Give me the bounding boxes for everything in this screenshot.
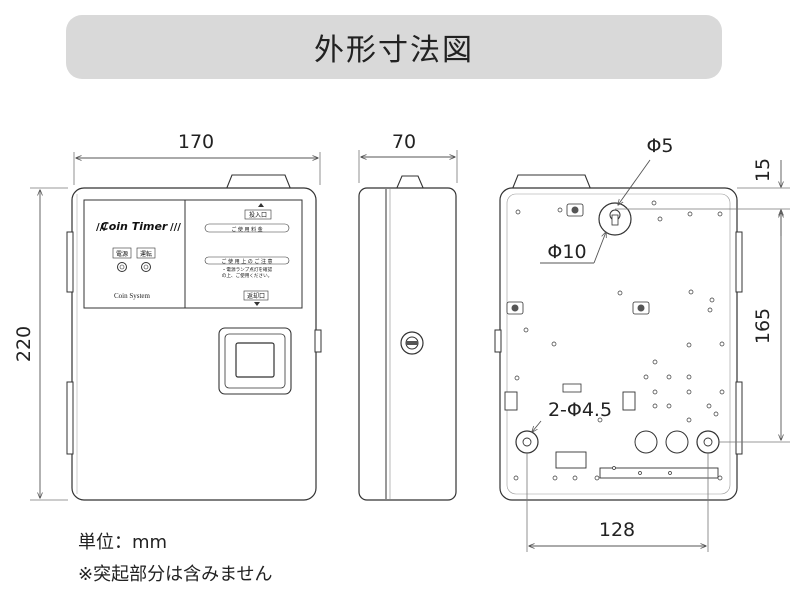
brand-slash-left: /// [96, 222, 107, 233]
dim-hole-pitch-h: 128 [599, 519, 635, 541]
power-label: 電源 [116, 250, 128, 258]
dim-hole-45: 2-Φ4.5 [548, 399, 612, 421]
unit-note: 単位：mm [78, 532, 168, 553]
insert-label: 投入口 [249, 211, 267, 219]
exclusion-note: ※突起部分は含みません [78, 564, 273, 585]
return-label: 返却口 [247, 292, 265, 300]
power-lamp [117, 262, 127, 272]
notice-text-2: の上、ご使用ください。 [222, 272, 273, 279]
brand-logo: Coin Timer [101, 220, 168, 233]
dim-hole-pitch-v: 165 [752, 308, 774, 344]
dim-top-offset: 15 [752, 158, 774, 182]
notice-text-1: ・電源ランプ点灯を確認 [222, 266, 273, 273]
rear-view: Φ5 Φ10 2-Φ4.5 15 165 128 [494, 135, 790, 552]
dim-hole-5: Φ5 [646, 135, 673, 157]
brand-slash-right: /// [170, 222, 181, 233]
run-label: 運転 [140, 250, 152, 258]
hole-phi45-left [515, 430, 539, 454]
notice-label: ご 使 用 上 の ご 注 意 [221, 258, 272, 265]
fee-label: ご 使 用 料 金 [231, 226, 262, 233]
system-label: Coin System [114, 292, 151, 300]
title-banner: 外形寸法図 [66, 15, 722, 79]
side-view: 70 [358, 131, 458, 501]
front-view: 170 220 Coin Timer /// /// 電源 運転 Coin Sy… [13, 131, 322, 501]
run-lamp [141, 262, 151, 272]
dim-side-depth: 70 [392, 131, 416, 153]
dim-front-height: 220 [13, 326, 35, 362]
dim-front-width: 170 [178, 131, 214, 153]
dim-hole-10: Φ10 [547, 241, 586, 263]
hole-phi45-right [696, 430, 720, 454]
coin-return-window [218, 327, 292, 395]
page-title: 外形寸法図 [314, 33, 474, 68]
